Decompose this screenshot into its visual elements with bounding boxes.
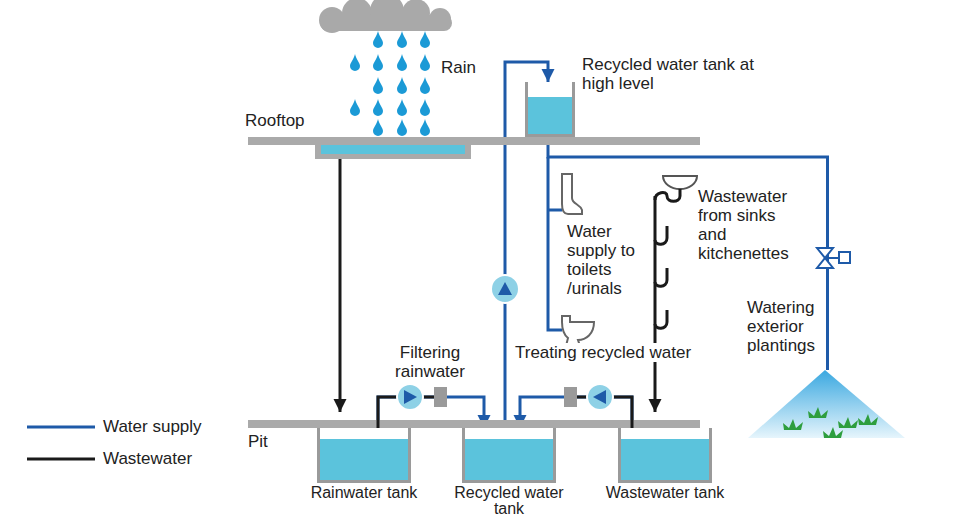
rain-drop [420, 31, 430, 48]
roof-drain-basin [315, 145, 471, 159]
pump-symbol [587, 384, 613, 410]
legend-text: Wastewater [103, 449, 192, 468]
legend-samples [27, 427, 95, 459]
pump-symbol [397, 384, 423, 410]
pump-symbol [491, 275, 519, 303]
node-label: Recycled water tank [449, 485, 569, 517]
node-label: Rainwater tank [304, 485, 424, 501]
tank-outline [618, 428, 712, 483]
rain-drops [350, 31, 430, 136]
node-label: Wastewater tank [605, 485, 725, 501]
rain-drop [397, 99, 407, 116]
filter-symbol [434, 387, 447, 407]
rain-drop [420, 99, 430, 116]
grass-tuft [858, 414, 878, 425]
drain-trap [655, 193, 667, 200]
water-tank: Recycled water tank [462, 428, 556, 483]
rain-downpipe [339, 159, 342, 412]
tank-outline [317, 428, 411, 483]
valve-symbol [817, 248, 850, 268]
rain-drop [373, 31, 383, 48]
rain-drop [420, 77, 430, 94]
water-tank: Wastewater tank [618, 428, 712, 483]
rain-cloud [319, 0, 452, 33]
grass-tuft [783, 419, 803, 430]
drain-trap [655, 268, 667, 286]
filter-symbol [564, 387, 577, 407]
node-label: Watering exterior plantings [747, 298, 829, 355]
toilet-supply-pipe [548, 157, 562, 330]
water-tank: Recycled water tank at high level [525, 82, 575, 137]
roof-drain-water [321, 145, 465, 154]
rain-drop [350, 99, 360, 116]
rain-drop [420, 119, 430, 136]
rain-drop [373, 99, 383, 116]
legend-line [27, 426, 95, 429]
sink-icon [663, 176, 697, 189]
sprinkler-spray: Watering exterior plantings [748, 370, 905, 440]
annotation-label: Water supply to toilets /urinals [567, 222, 649, 298]
annotation-label: Rain [441, 58, 501, 77]
rain-drop [420, 54, 430, 71]
legend-text: Water supply [103, 417, 202, 436]
legend-line [27, 458, 95, 461]
spray-graphic [748, 370, 905, 440]
toilet-icon [562, 316, 594, 346]
tank-outline [462, 428, 556, 483]
rain-drop [373, 77, 383, 94]
drain-stack [655, 189, 680, 412]
annotation-label: Rooftop [245, 111, 335, 130]
annotation-label: Treating recycled water [513, 343, 693, 362]
rain-drop [397, 54, 407, 71]
water-spray [748, 370, 905, 438]
rain-drop [350, 54, 360, 71]
annotation-label: Wastewater from sinks and kitchenettes [698, 187, 804, 263]
node-label: Recycled water tank at high level [582, 55, 787, 93]
annotation-label: Pit [248, 432, 308, 451]
annotation-label: Filtering rainwater [380, 343, 480, 381]
tank-outline [525, 82, 575, 137]
rain-drop [397, 31, 407, 48]
urinal-icon [562, 174, 582, 214]
rain-drop [373, 54, 383, 71]
grass-tuft [838, 417, 858, 428]
water-tank: Rainwater tank [317, 428, 411, 483]
rain-drop [373, 119, 383, 136]
drain-trap [655, 226, 667, 244]
rain-drop [397, 77, 407, 94]
grass-tuft [808, 407, 828, 418]
rain-drop [397, 119, 407, 136]
drain-trap [655, 310, 667, 328]
grass-tuft [823, 427, 843, 438]
rooftop-slab [248, 137, 700, 145]
drain-traps [655, 226, 667, 328]
